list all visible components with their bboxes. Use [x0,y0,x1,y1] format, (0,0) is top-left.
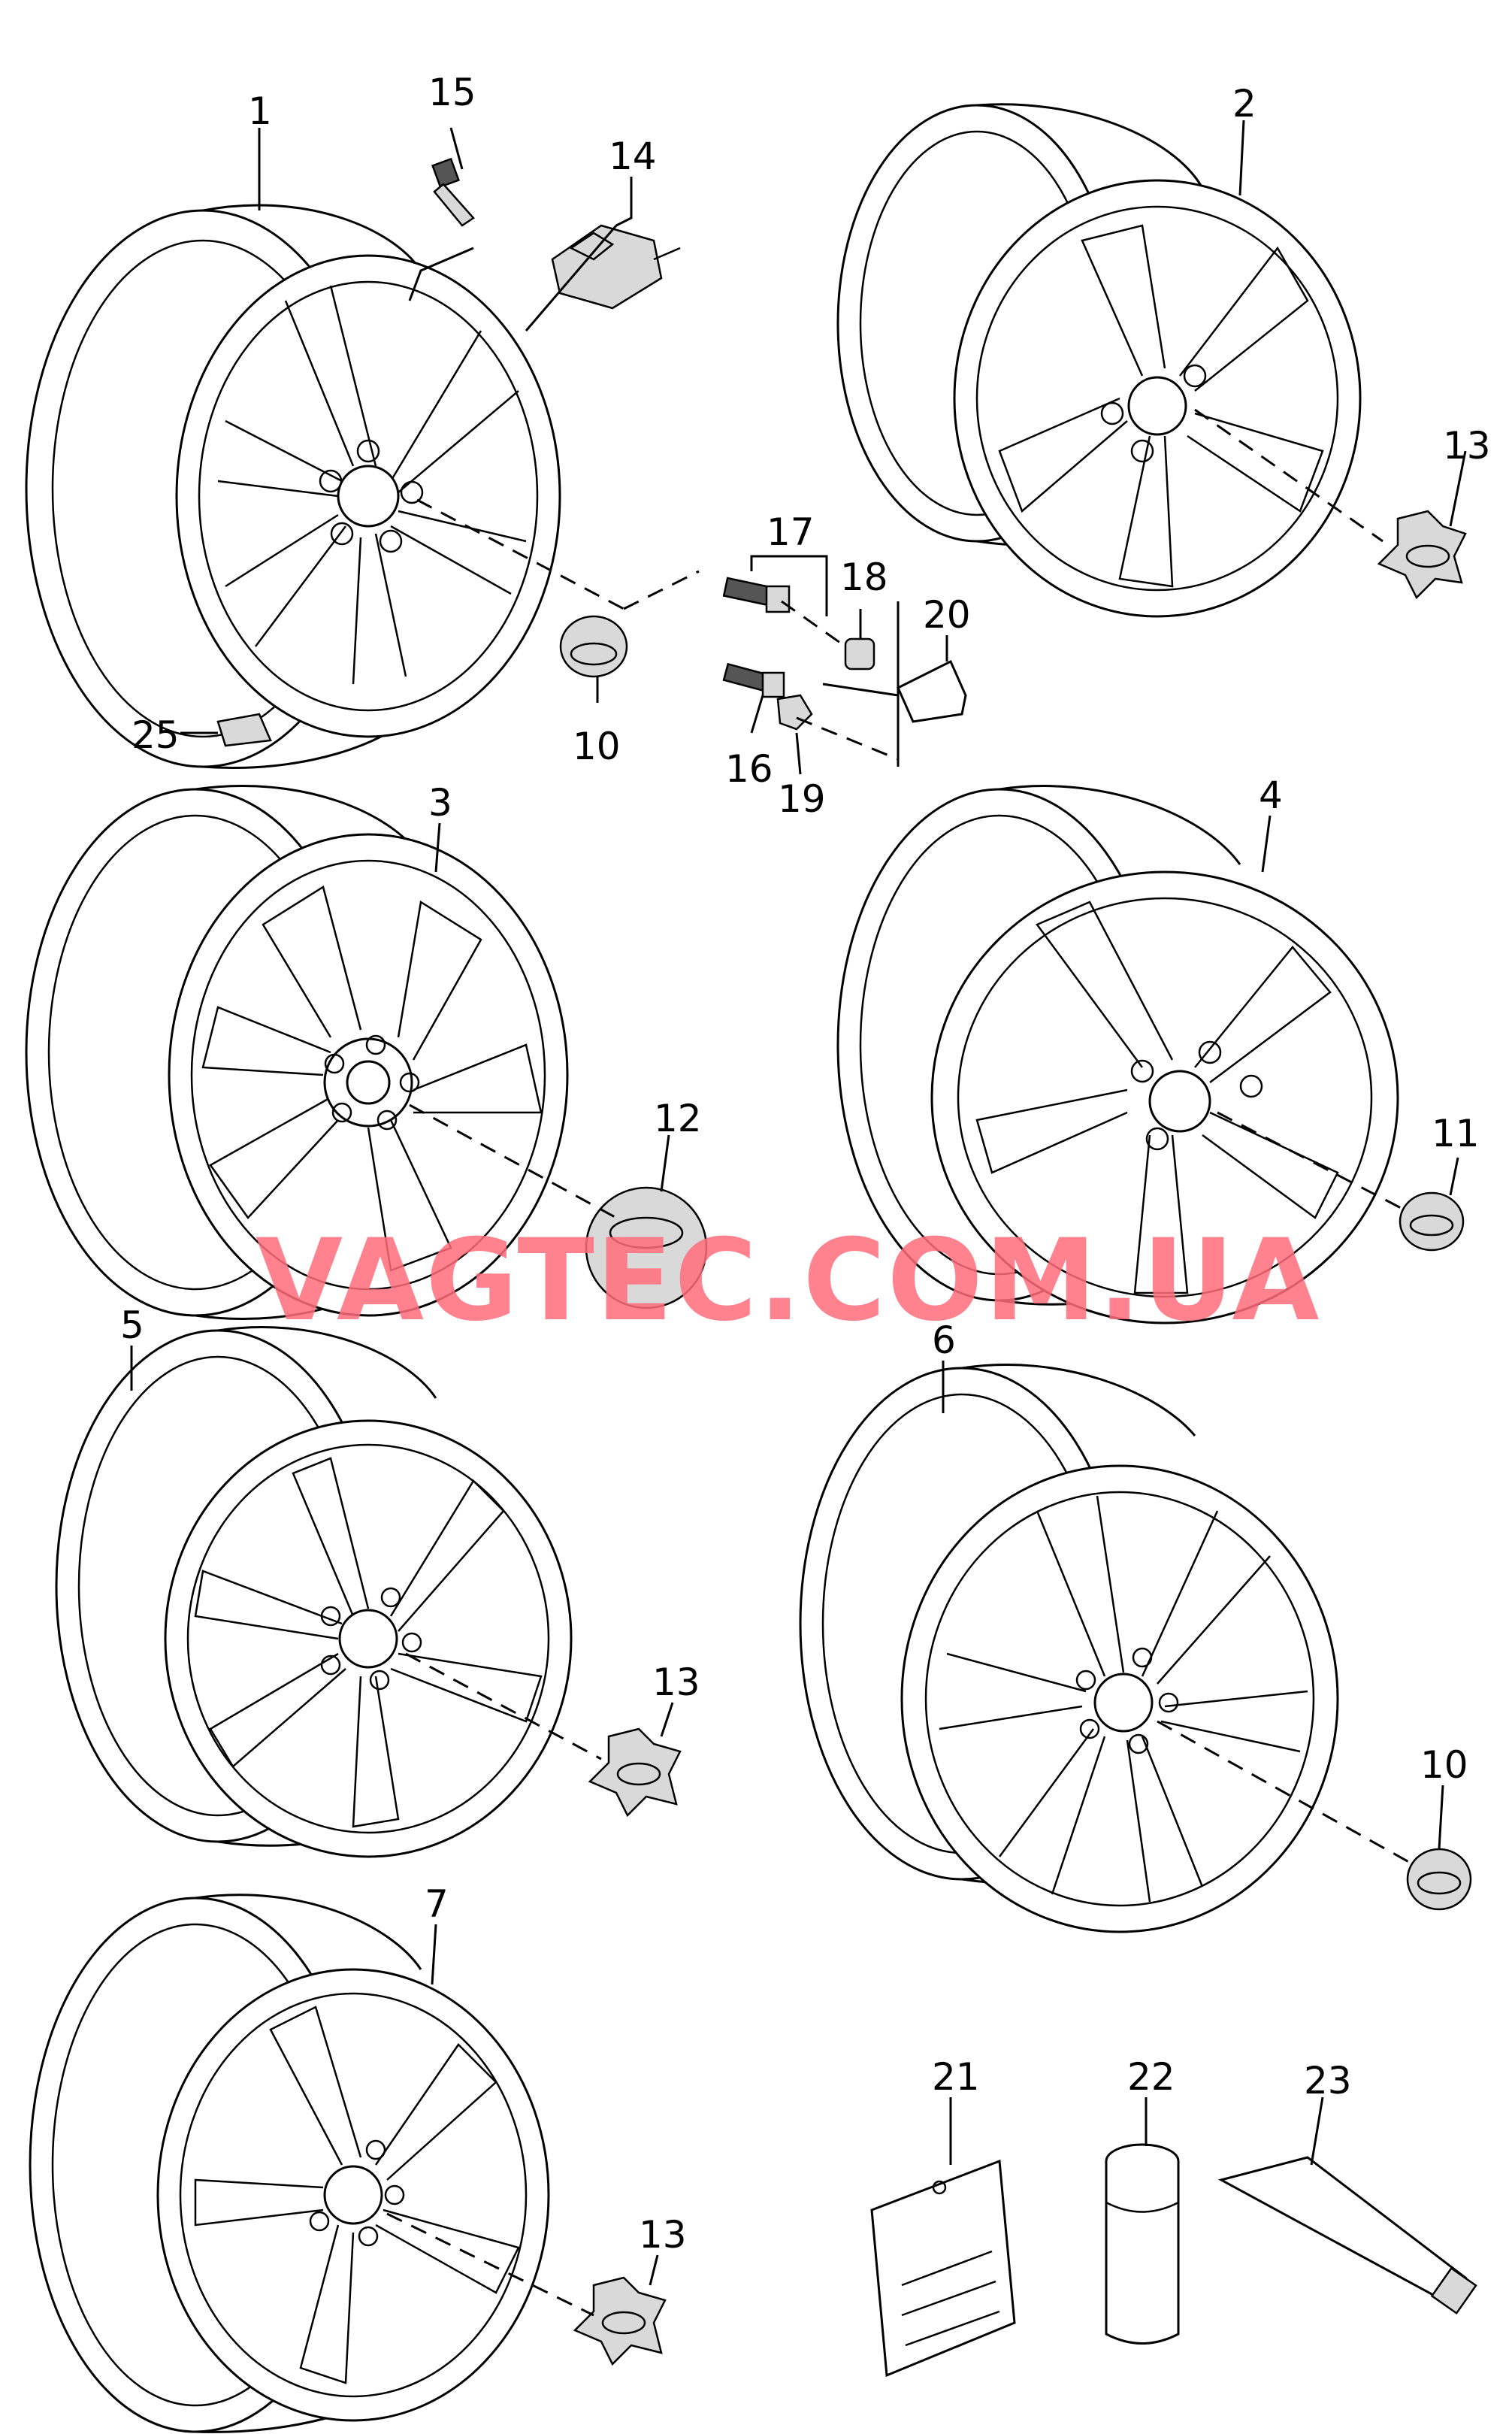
callout-15: 15 [428,71,476,114]
callout-10b: 10 [1420,1743,1468,1787]
wheel-6 [799,1364,1339,1933]
tube-23 [1217,2156,1477,2315]
watermark-text: VAGTEC.COM.UA [256,1215,1320,1346]
balance-weight-25 [216,713,272,747]
wheel-2-spokes [998,224,1324,588]
center-cap-13a [1377,510,1467,600]
wheel-1 [25,204,561,770]
callout-1: 1 [248,89,272,133]
callout-5: 5 [120,1303,144,1347]
callout-10a: 10 [573,725,621,768]
wheel-4 [836,785,1399,1324]
wheel-5 [55,1326,573,1858]
callout-13b: 13 [652,1661,700,1704]
wheel-3 [25,785,569,1321]
center-cap-13b [588,1727,682,1818]
center-cap-10b [1406,1848,1472,1911]
callout-20: 20 [923,593,971,637]
callout-18: 18 [840,556,888,599]
wheel-7-spokes [194,2006,520,2384]
callout-19: 19 [778,777,826,821]
callout-6: 6 [932,1318,956,1362]
callout-2: 2 [1232,82,1256,126]
tpms-sensor-14 [551,224,681,310]
callout-16: 16 [725,747,773,791]
bolt-17 [722,577,791,613]
wheel-5-spokes [194,1457,543,1828]
center-cap-11 [1399,1191,1465,1252]
cap-19 [776,694,813,731]
callout-13c: 13 [639,2213,687,2257]
callout-12: 12 [654,1097,702,1140]
callout-13a: 13 [1443,424,1491,468]
wheel-3-spokes [201,886,543,1272]
cap-18 [844,637,875,671]
center-cap-13c [573,2276,667,2366]
tool-20 [897,659,967,723]
callout-14: 14 [609,135,657,178]
wheel-6-spokes [939,1495,1308,1903]
callout-4: 4 [1259,773,1283,817]
wheel-2 [836,103,1362,618]
leader-lines [130,120,1467,2286]
wheel-1-spokes [217,285,527,685]
callout-21: 21 [932,2055,980,2099]
kit-21 [870,2159,1016,2378]
wheel-7 [29,1894,550,2433]
callout-11: 11 [1432,1112,1480,1155]
callout-25: 25 [132,713,180,757]
assembly-lines [386,408,1414,2317]
wheel-4-spokes [975,901,1339,1294]
bolt-16 [722,662,785,698]
center-cap-10a [559,615,628,678]
callout-3: 3 [428,781,452,825]
bottle-22 [1105,2143,1180,2345]
callout-22: 22 [1127,2055,1175,2099]
callout-17: 17 [767,510,815,554]
valve-15 [431,157,475,227]
center-cap-12 [585,1186,708,1309]
callout-7: 7 [425,1882,449,1926]
callout-labels: 1 2 3 4 5 6 7 15 14 17 18 20 16 19 25 10… [120,71,1491,2257]
callout-23: 23 [1304,2059,1352,2103]
